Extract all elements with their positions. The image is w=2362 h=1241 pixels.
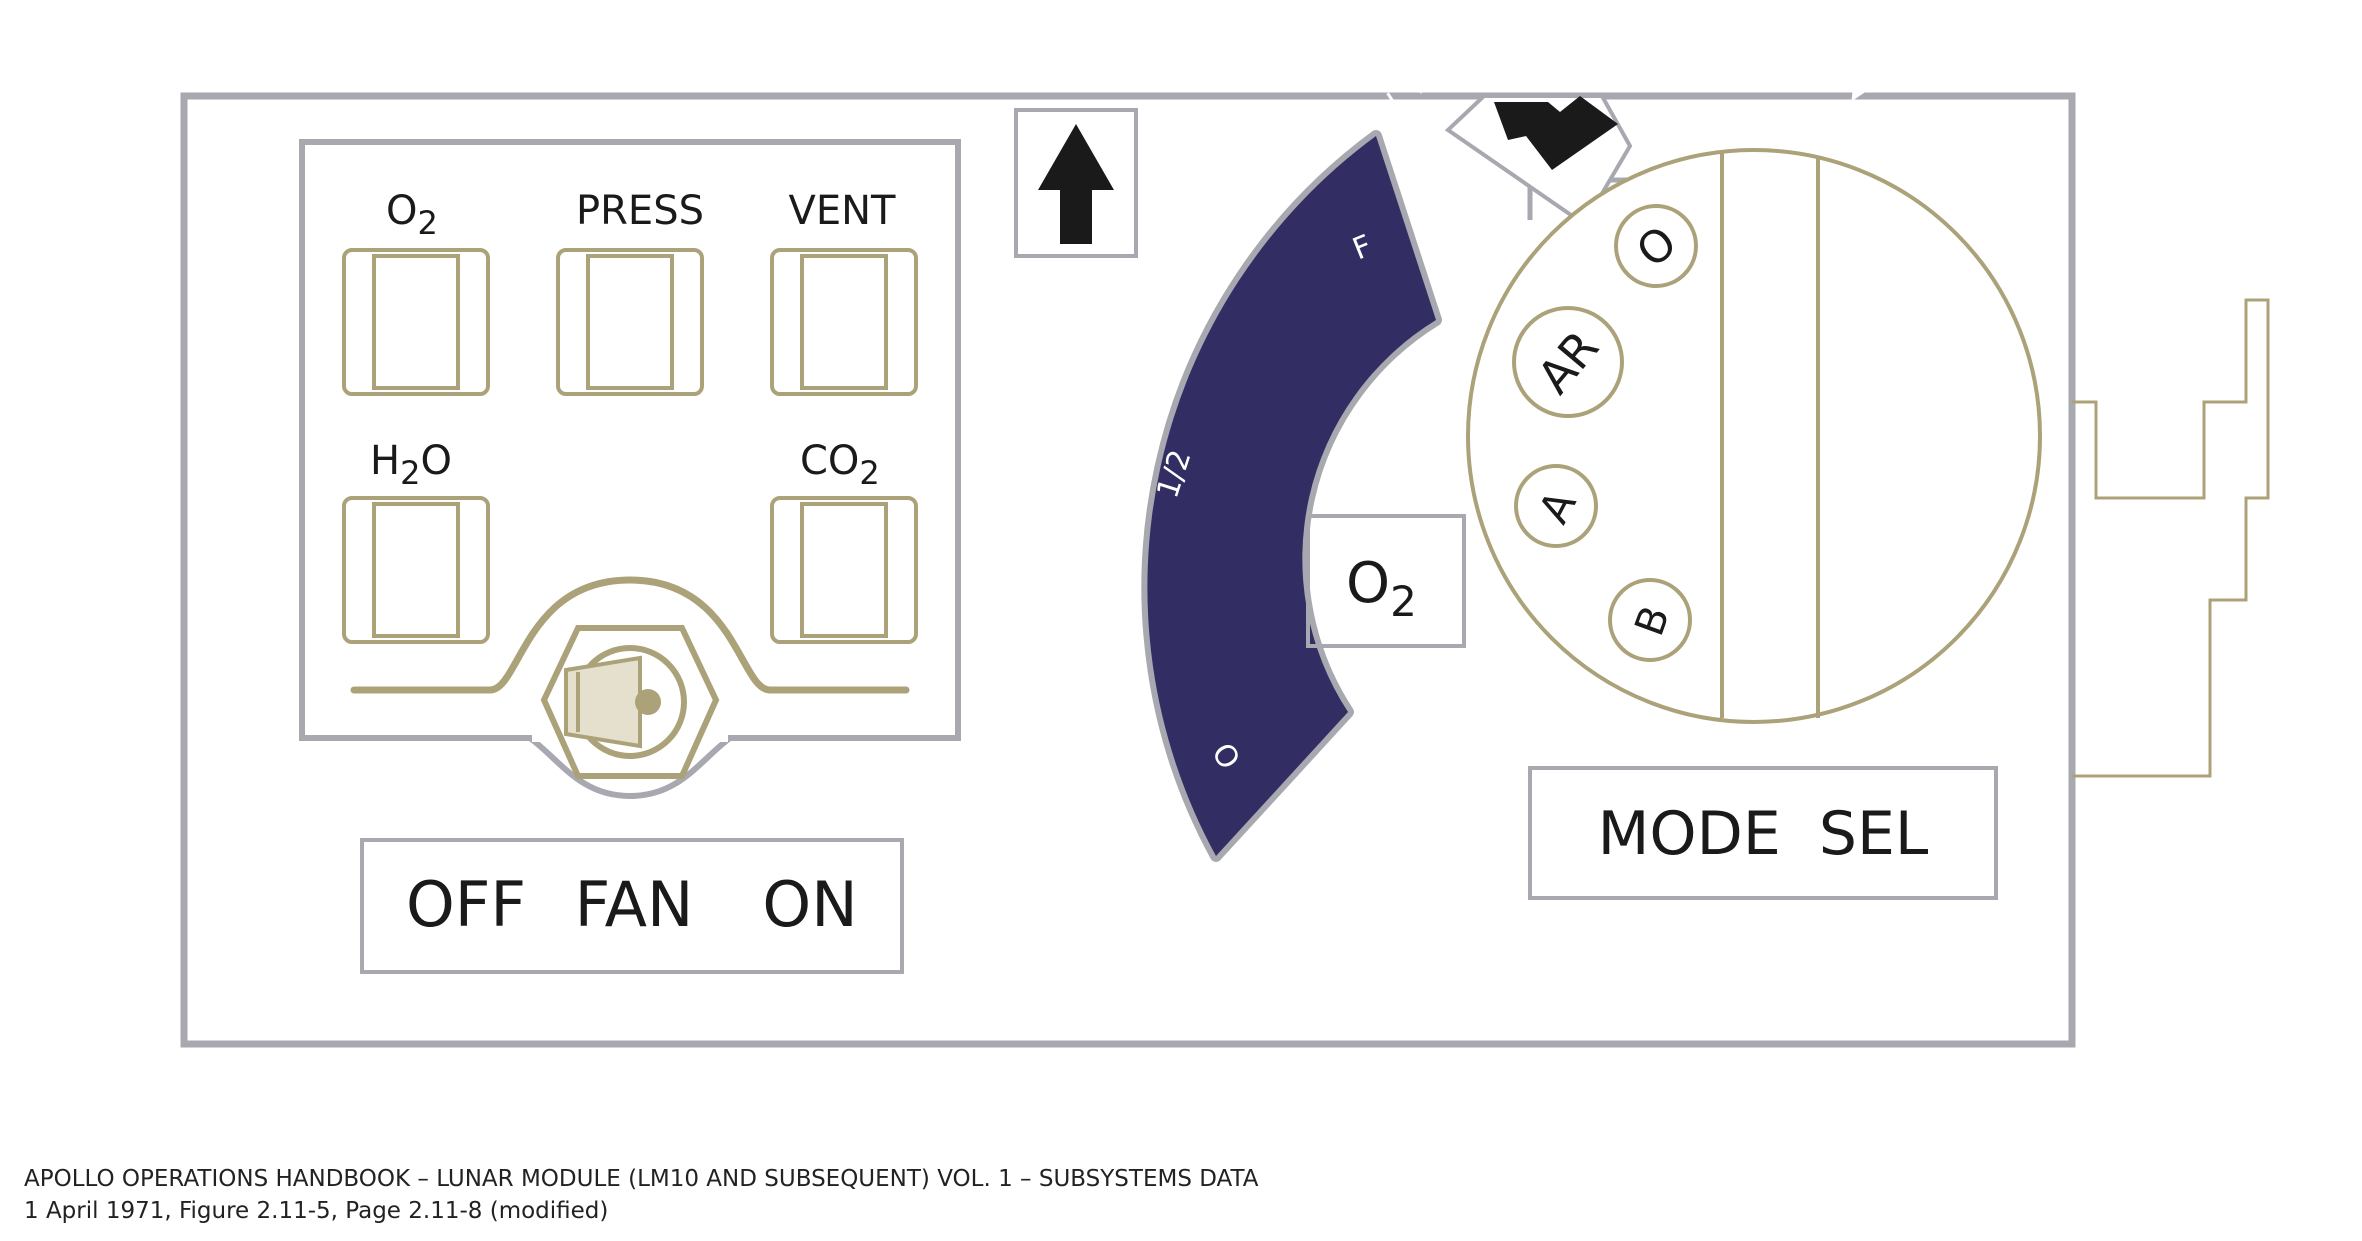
gauge-minor-tick: [1918, 137, 1933, 153]
down-right-arrow-icon: [1494, 96, 1618, 170]
fan-name-label: FAN: [575, 868, 694, 941]
h2o-indicator-lamp: [342, 496, 490, 644]
caption-reference: 1 April 1971, Figure 2.11-5, Page 2.11-8…: [24, 1198, 609, 1224]
gauge-minor-tick: [1386, 92, 1399, 110]
gauge-label: O2: [1346, 551, 1417, 626]
gauge-major-mark: [1624, 9, 1653, 41]
gauge-minor-tick: [1577, 24, 1583, 43]
side-connector: [2072, 298, 2270, 778]
gauge-minor-tick: [1825, 71, 1837, 89]
o2-gauge: F 1/2 O: [1141, 9, 1971, 862]
fan-toggle-switch[interactable]: [540, 625, 720, 779]
gauge-minor-tick: [1362, 108, 1376, 126]
gauge-minor-tick: [1800, 58, 1811, 77]
gauge-minor-tick: [1719, 31, 1727, 51]
up-arrow-icon: [1038, 124, 1114, 244]
gauge-major-mark: [1505, 20, 1533, 53]
co2-indicator-lamp: [770, 496, 918, 644]
mode-position-a[interactable]: A: [1514, 464, 1598, 548]
gauge-minor-tick: [1437, 64, 1448, 82]
fan-on-label: ON: [762, 868, 857, 941]
h2o-indicator-label: H2O: [370, 438, 452, 492]
fan-switch-guard: [350, 576, 910, 694]
mode-pointer-tab: [1444, 94, 1633, 227]
gauge-ticks: [1300, 9, 1971, 172]
fan-off-label: OFF: [406, 868, 526, 941]
gauge-minor-tick: [1491, 42, 1501, 61]
panel-frame: [180, 92, 2076, 1048]
gauge-minor-tick: [1664, 23, 1669, 42]
gauge-major-mark: [1939, 140, 1971, 172]
fan-label-plate: [360, 838, 904, 974]
co2-indicator-label: CO2: [800, 438, 880, 492]
gauge-minor-tick: [1773, 47, 1783, 66]
gauge-major-mark: [1394, 60, 1422, 94]
gauge-minor-tick: [1692, 26, 1698, 45]
press-indicator-lamp: [556, 248, 704, 396]
gauge-minor-tick: [1896, 118, 1911, 135]
o2-indicator-label: O2: [386, 188, 438, 242]
gauge-major-mark: [1743, 23, 1771, 57]
mode-label-plate: [1528, 766, 1998, 900]
gauge-minor-tick: [1607, 22, 1611, 41]
gauge-label-plate: [1306, 514, 1466, 648]
up-arrow-plate: [1014, 108, 1138, 258]
mode-selector-knob[interactable]: [1466, 148, 2042, 724]
gauge-minor-tick: [1339, 127, 1354, 143]
mode-selector-label: MODE SEL: [1598, 799, 1929, 869]
gauge-face: [1147, 136, 1436, 856]
gauge-minor-tick: [1548, 28, 1555, 48]
vent-indicator-label: VENT: [789, 188, 897, 234]
gauge-minor-tick: [1464, 52, 1474, 71]
vent-indicator-lamp: [770, 248, 918, 396]
o2-indicator-lamp: [342, 248, 490, 396]
gauge-major-mark: [1300, 129, 1332, 161]
gauge-minor-tick: [1873, 101, 1887, 118]
gauge-major-mark: [1851, 68, 1879, 102]
mode-position-b[interactable]: B: [1608, 578, 1692, 662]
press-indicator-label: PRESS: [576, 188, 704, 234]
mode-position-o[interactable]: O: [1614, 204, 1698, 288]
caption-source: APOLLO OPERATIONS HANDBOOK – LUNAR MODUL…: [24, 1166, 1259, 1192]
mode-position-ar[interactable]: AR: [1512, 306, 1624, 418]
